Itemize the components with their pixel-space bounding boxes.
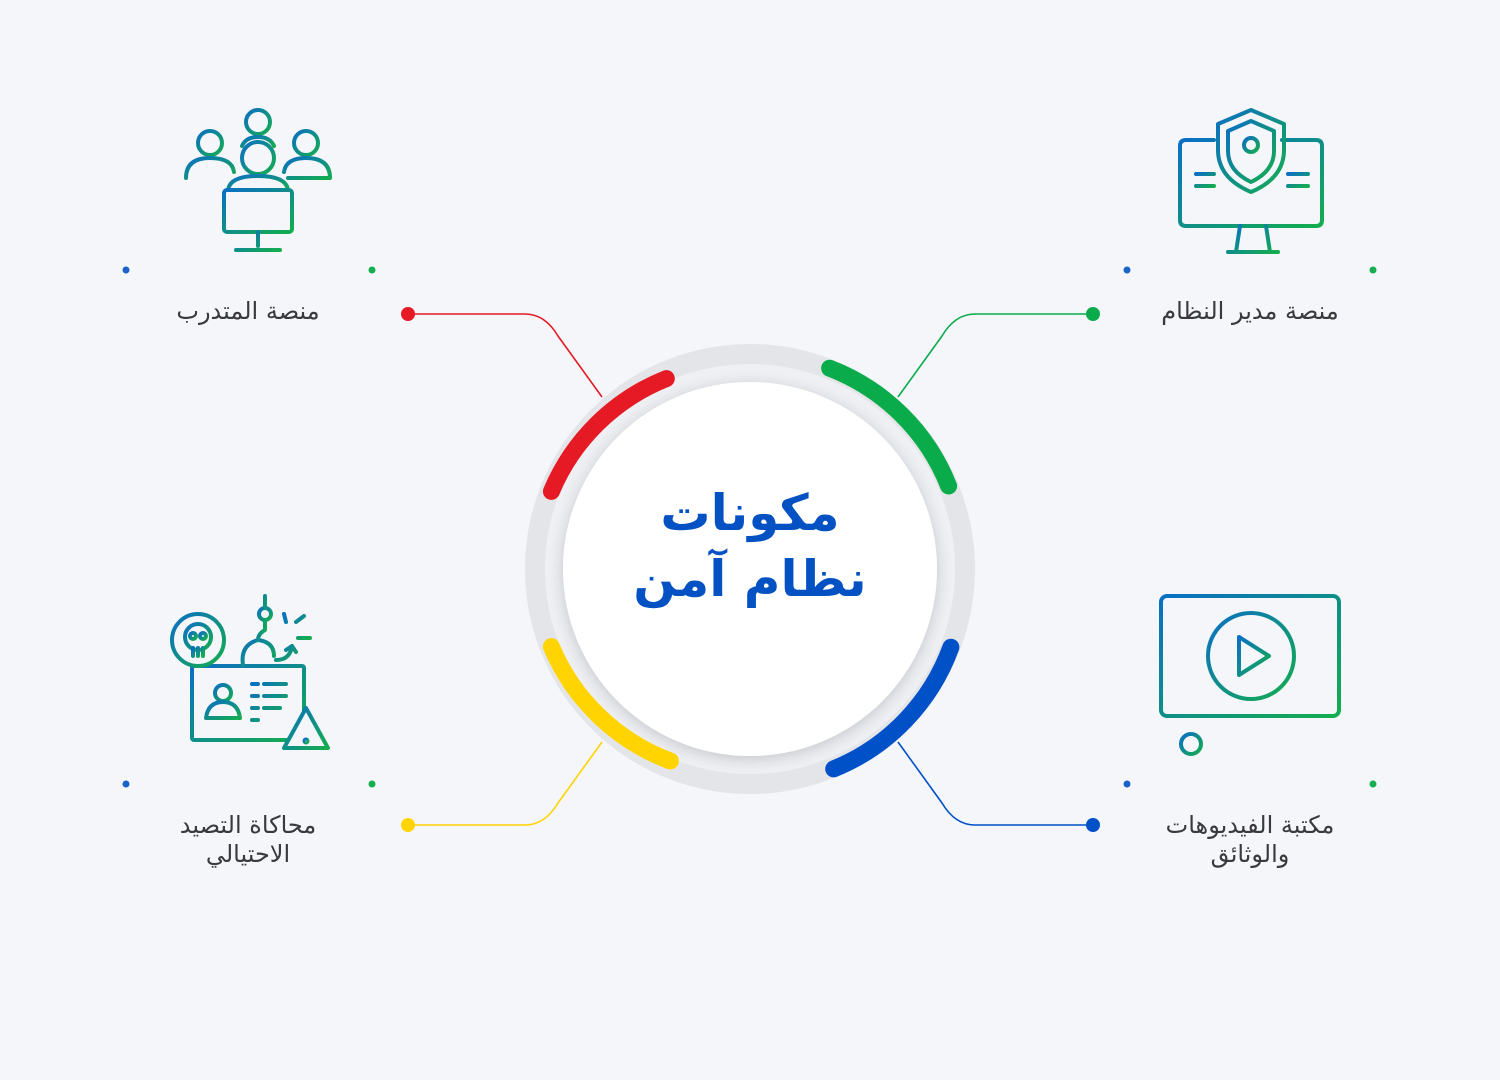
divider-admin <box>1123 266 1377 274</box>
ring-inner-disc <box>563 382 937 756</box>
video-library-player-icon <box>1159 594 1341 756</box>
connector-admin <box>897 307 1100 398</box>
ring-segment-trainee <box>542 370 675 500</box>
connector-phishing <box>401 741 603 832</box>
label-video-library: مكتبة الفيديوهات والوثائق <box>1165 811 1335 868</box>
divider-phishing <box>122 780 376 788</box>
connector-library <box>897 741 1100 832</box>
ring-segment-admin <box>821 359 958 495</box>
phishing-simulation-icon <box>170 594 330 750</box>
label-admin-platform: منصة مدير النظام <box>1161 297 1339 325</box>
divider-library <box>1123 780 1377 788</box>
center-ring <box>525 344 975 794</box>
divider-trainee <box>122 266 376 274</box>
connector-trainee <box>401 307 603 398</box>
label-phishing-simulation: محاكاة التصيد الاحتيالي <box>179 811 317 868</box>
ring-segment-phishing <box>542 638 679 770</box>
center-title: مكونات نظام آمن <box>633 484 867 608</box>
admin-monitor-shield-lock-icon <box>1178 108 1324 254</box>
label-trainee-platform: منصة المتدرب <box>176 297 320 325</box>
ring-segment-library <box>825 638 960 778</box>
trainee-group-computer-icon <box>184 108 332 252</box>
